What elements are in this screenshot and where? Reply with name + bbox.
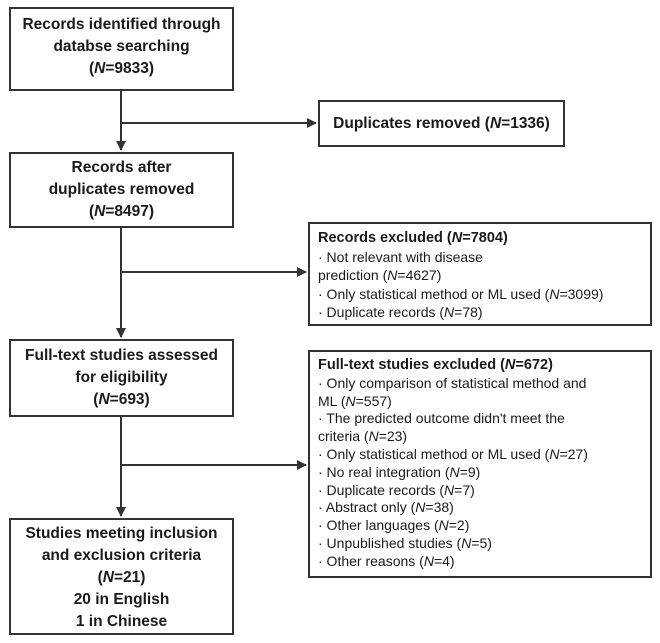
assessed-line1: Full-text studies assessed <box>25 347 218 364</box>
included-count: (N=21) <box>97 569 146 586</box>
included-line2: and exclusion criteria <box>41 547 202 564</box>
identified-line2: databse searching <box>53 38 190 55</box>
records-excluded-box: Records excluded (N=7804) · Not relevant… <box>308 222 652 326</box>
fulltext-excluded-item: ML (N=557) <box>318 392 392 409</box>
after-line1: Records after <box>71 159 172 176</box>
records-after-duplicates-box: Records after duplicates removed (N=8497… <box>9 152 234 228</box>
records-identified-box: Records identified through databse searc… <box>9 7 234 91</box>
studies-included-box: Studies meeting inclusion and exclusion … <box>9 518 234 635</box>
fulltext-assessed-box: Full-text studies assessed for eligibili… <box>9 339 234 417</box>
identified-line1: Records identified through <box>22 16 221 33</box>
records-excluded-item: prediction (N=4627) <box>318 267 442 283</box>
fulltext-excluded-item: · The predicted outcome didn't meet the <box>318 410 565 427</box>
identified-count: (N=9833) <box>88 60 155 77</box>
assessed-count: (N=693) <box>93 391 150 408</box>
fulltext-excluded-item: · Only statistical method or ML used (N=… <box>318 445 588 462</box>
fulltext-excluded-item: · Unpublished studies (N=5) <box>318 534 492 551</box>
records-excluded-item: · Only statistical method or ML used (N=… <box>318 285 604 302</box>
fulltext-excluded-box: Full-text studies excluded (N=672) · Onl… <box>308 350 652 578</box>
fulltext-excluded-item: · No real integration (N=9) <box>318 463 481 480</box>
fulltext-excluded-heading: Full-text studies excluded (N=672) <box>318 357 553 373</box>
records-excluded-item: · Not relevant with disease <box>318 248 483 265</box>
assessed-line2: for eligibility <box>75 369 168 386</box>
fulltext-excluded-item: · Only comparison of statistical method … <box>318 374 587 391</box>
after-count: (N=8497) <box>88 203 155 220</box>
after-line2: duplicates removed <box>48 181 195 198</box>
fulltext-excluded-item: · Other languages (N=2) <box>318 517 470 534</box>
fulltext-excluded-item: · Other reasons (N=4) <box>318 552 455 569</box>
included-line1: Studies meeting inclusion <box>25 525 218 542</box>
duplicates-removed-box: Duplicates removed (N=1336) <box>318 100 565 147</box>
included-english: 20 in English <box>73 591 170 608</box>
fulltext-excluded-item: · Abstract only (N=38) <box>318 499 454 516</box>
included-chinese: 1 in Chinese <box>75 613 168 630</box>
records-excluded-item: · Duplicate records (N=78) <box>318 304 483 320</box>
fulltext-excluded-item: · Duplicate records (N=7) <box>318 481 475 498</box>
fulltext-excluded-item: criteria (N=23) <box>318 428 408 445</box>
records-excluded-heading: Records excluded (N=7804) <box>318 230 508 246</box>
